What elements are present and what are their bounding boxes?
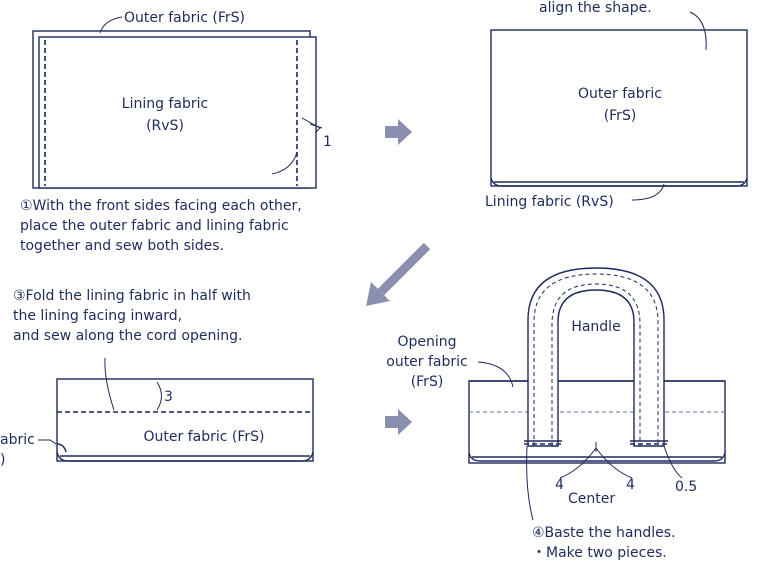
step3-caption-line3: and sew along the cord opening.	[13, 328, 242, 344]
step2-illustration	[490, 11, 748, 201]
step3-bottom-fold	[56, 451, 314, 462]
step2-lining-leader	[631, 183, 665, 201]
step4-opening-line2: outer fabric	[386, 354, 467, 370]
step2-lining-fold	[490, 177, 748, 187]
step3-left-cut-line1: abric	[0, 432, 35, 448]
step4-center-label: Center	[568, 491, 615, 507]
step3-folded-fabric	[56, 378, 314, 462]
right-arrow-icon	[385, 409, 412, 435]
step1-outer-leader	[99, 16, 123, 34]
step2-align-text: align the shape.	[539, 0, 652, 16]
step3-caption-line2: the lining facing inward,	[13, 308, 182, 324]
step4-dim-small: 0.5	[675, 479, 697, 495]
step2-outer-line2: (FrS)	[604, 108, 637, 124]
step3-dimension-bracket	[156, 381, 162, 411]
step4-opening-leader	[477, 361, 514, 388]
step3-caption-line1: ③Fold the lining fabric in half with	[13, 288, 251, 304]
step4-handle-inner-stitch	[551, 283, 641, 446]
step3-outer-label: Outer fabric (FrS)	[144, 429, 265, 445]
step4-opening-line1: Opening	[397, 334, 456, 350]
step2-outer-line1: Outer fabric	[578, 86, 662, 102]
step4-dim-right: 4	[626, 477, 635, 493]
step1-caption-leader	[271, 151, 298, 175]
step1-dimension-leader-a	[301, 117, 321, 133]
step1-caption-line1: ①With the front sides facing each other,	[20, 198, 302, 214]
step4-small-dim-leader	[663, 445, 683, 479]
step4-dim-left: 4	[555, 477, 564, 493]
step3-left-cut-line2: )	[0, 452, 5, 468]
diagonal-arrow-icon	[366, 242, 431, 306]
step4-bag-body	[468, 380, 726, 464]
step2-outer-fabric	[490, 29, 748, 187]
step3-left-fold	[56, 443, 67, 453]
step1-lining-line2: (RvS)	[146, 118, 184, 134]
step2-align-leader	[689, 11, 707, 51]
step4-caption-line2: ・Make two pieces.	[532, 545, 667, 561]
step4-dimension-leaders	[559, 447, 633, 479]
step4-opening-line3: (FrS)	[411, 374, 444, 390]
step2-lining-label: Lining fabric (RvS)	[485, 194, 614, 210]
step4-handle-label: Handle	[571, 319, 620, 335]
step4-caption-line1: ④Baste the handles.	[532, 525, 675, 541]
step3-illustration	[38, 357, 314, 462]
step1-caption-line2: place the outer fabric and lining fabric	[20, 218, 289, 234]
step3-left-leader	[38, 439, 57, 445]
step1-caption-line3: together and sew both sides.	[20, 238, 224, 254]
step4-caption-leader	[526, 445, 534, 521]
step1-lining-fabric-sheet	[38, 36, 317, 189]
step4-bottom-fold	[468, 452, 726, 462]
step1-illustration	[32, 16, 323, 189]
step3-dimension: 3	[164, 389, 173, 405]
right-arrow-icon	[385, 119, 412, 145]
step1-lining-line1: Lining fabric	[122, 96, 208, 112]
step1-outer-fabric-label: Outer fabric (FrS)	[124, 10, 245, 26]
step4-handle	[527, 267, 665, 447]
step4-illustration	[468, 267, 726, 521]
step3-caption-leader	[104, 357, 115, 411]
step1-dimension-leader-b	[309, 123, 323, 129]
step1-dimension: 1	[323, 134, 332, 150]
step4-handle-outer-stitch	[533, 273, 659, 446]
